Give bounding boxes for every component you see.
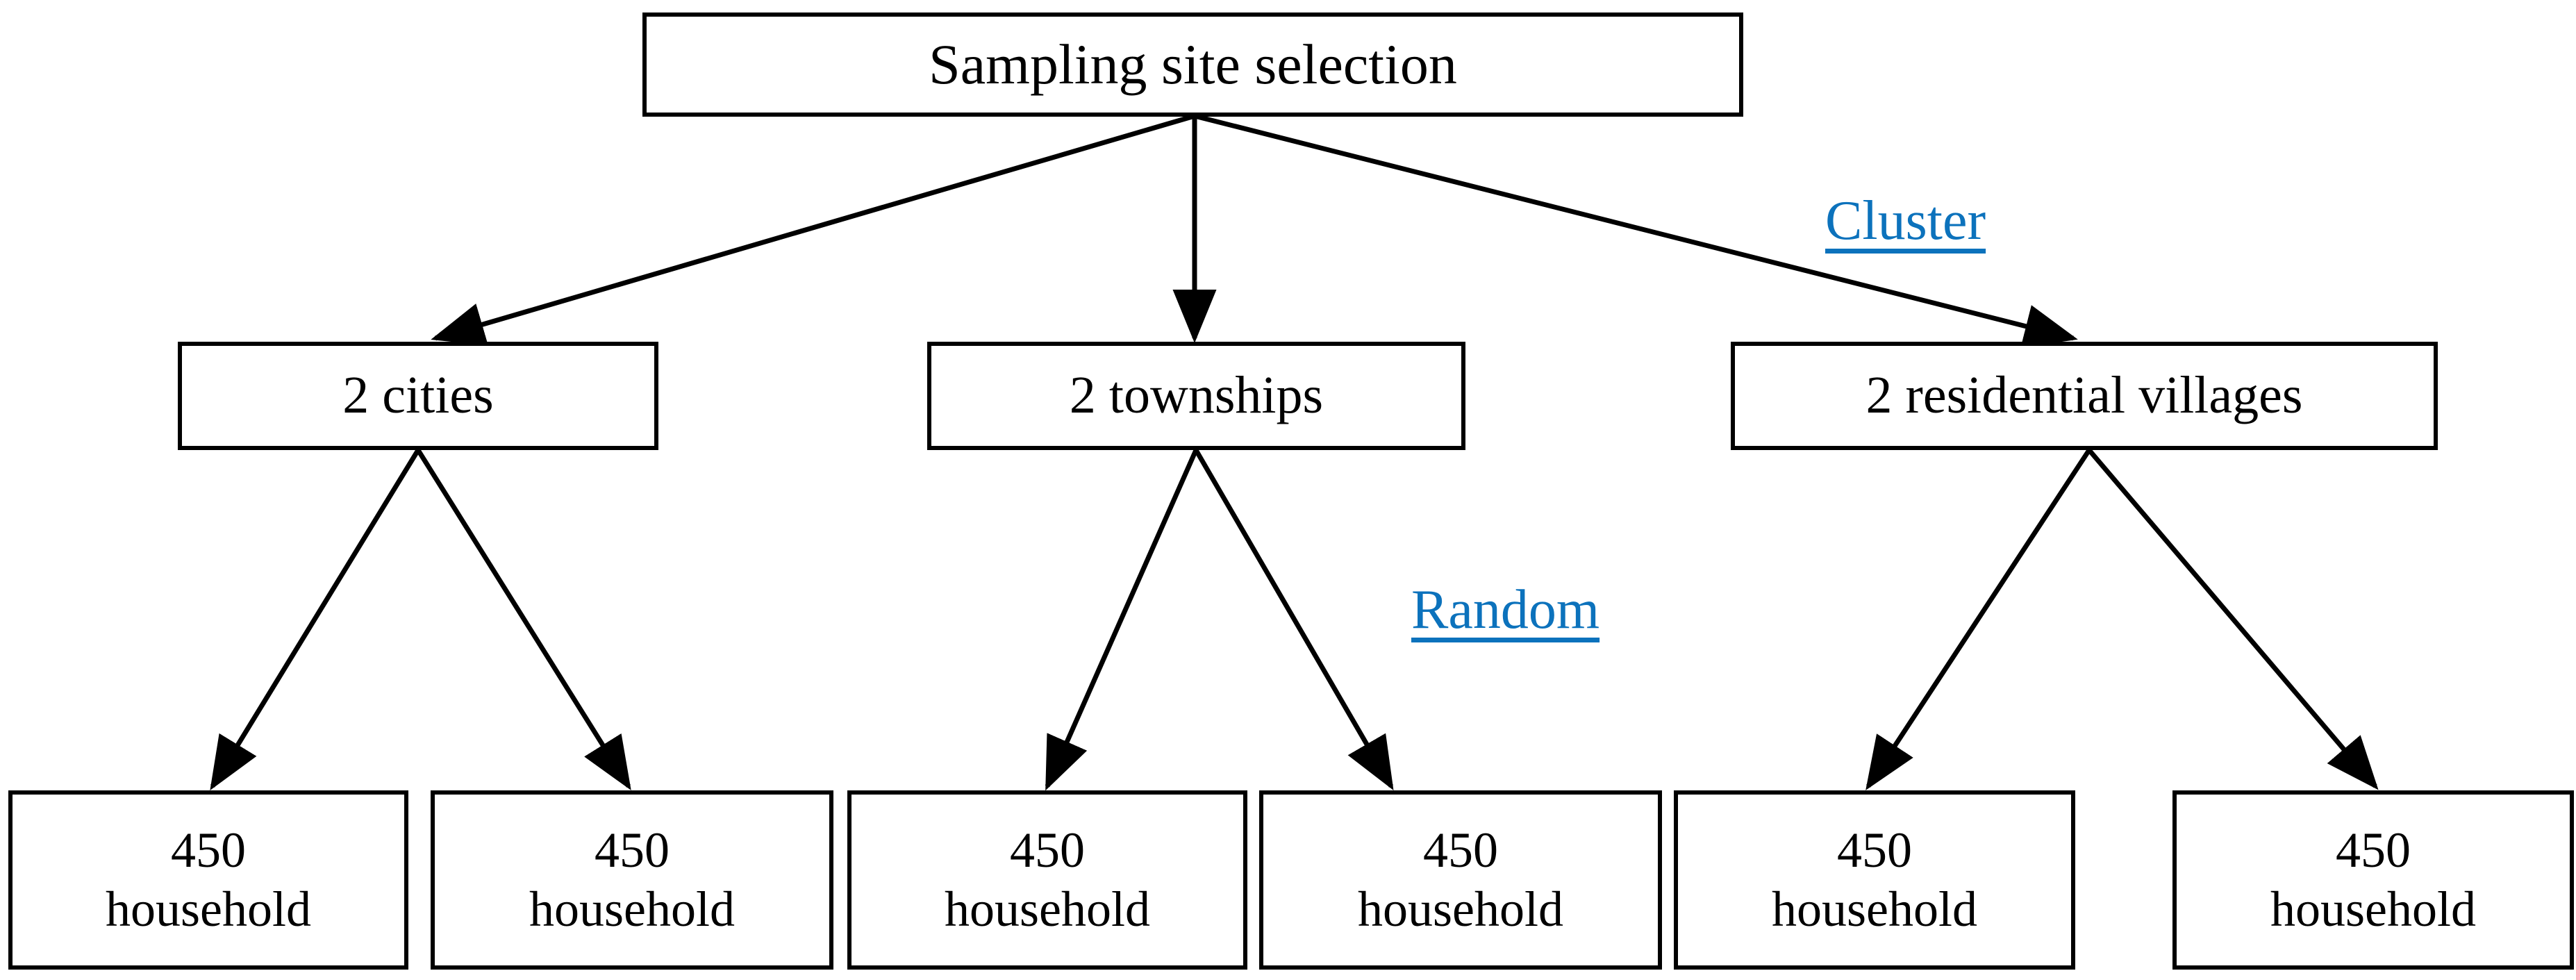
- edge-cities-to-hh2: [416, 449, 631, 790]
- node-2-residential-villages[interactable]: 2 residential villages: [1731, 342, 2438, 450]
- node-household-2[interactable]: 450 household: [431, 790, 833, 970]
- edge-label-cluster: Cluster: [1825, 190, 1986, 251]
- edge-label-random: Random: [1411, 579, 1600, 640]
- node-household-3-label: 450 household: [945, 822, 1150, 937]
- node-2-residential-villages-label: 2 residential villages: [1865, 366, 2303, 425]
- edge-townships-to-hh4: [1193, 449, 1394, 791]
- node-2-townships[interactable]: 2 townships: [927, 342, 1465, 450]
- node-household-4-label: 450 household: [1358, 822, 1563, 937]
- node-root-label: Sampling site selection: [929, 32, 1457, 96]
- node-root-sampling-site-selection[interactable]: Sampling site selection: [642, 13, 1743, 117]
- edge-cities-to-hh1: [210, 449, 420, 790]
- edge-villages-to-hh5: [1865, 449, 2091, 790]
- node-household-5-label: 450 household: [1772, 822, 1977, 937]
- node-2-cities-label: 2 cities: [342, 366, 494, 425]
- node-household-6-label: 450 household: [2270, 822, 2476, 937]
- node-household-2-label: 450 household: [529, 822, 735, 937]
- node-2-townships-label: 2 townships: [1069, 366, 1324, 425]
- node-2-cities[interactable]: 2 cities: [178, 342, 658, 450]
- node-household-4[interactable]: 450 household: [1259, 790, 1662, 970]
- node-household-1[interactable]: 450 household: [8, 790, 408, 970]
- edge-townships-to-hh3: [1045, 449, 1199, 791]
- edge-root-to-cities: [431, 113, 1195, 346]
- node-household-5[interactable]: 450 household: [1674, 790, 2075, 970]
- edge-villages-to-hh6: [2087, 448, 2379, 790]
- node-household-1-label: 450 household: [106, 822, 311, 937]
- node-household-6[interactable]: 450 household: [2172, 790, 2574, 970]
- node-household-3[interactable]: 450 household: [847, 790, 1247, 970]
